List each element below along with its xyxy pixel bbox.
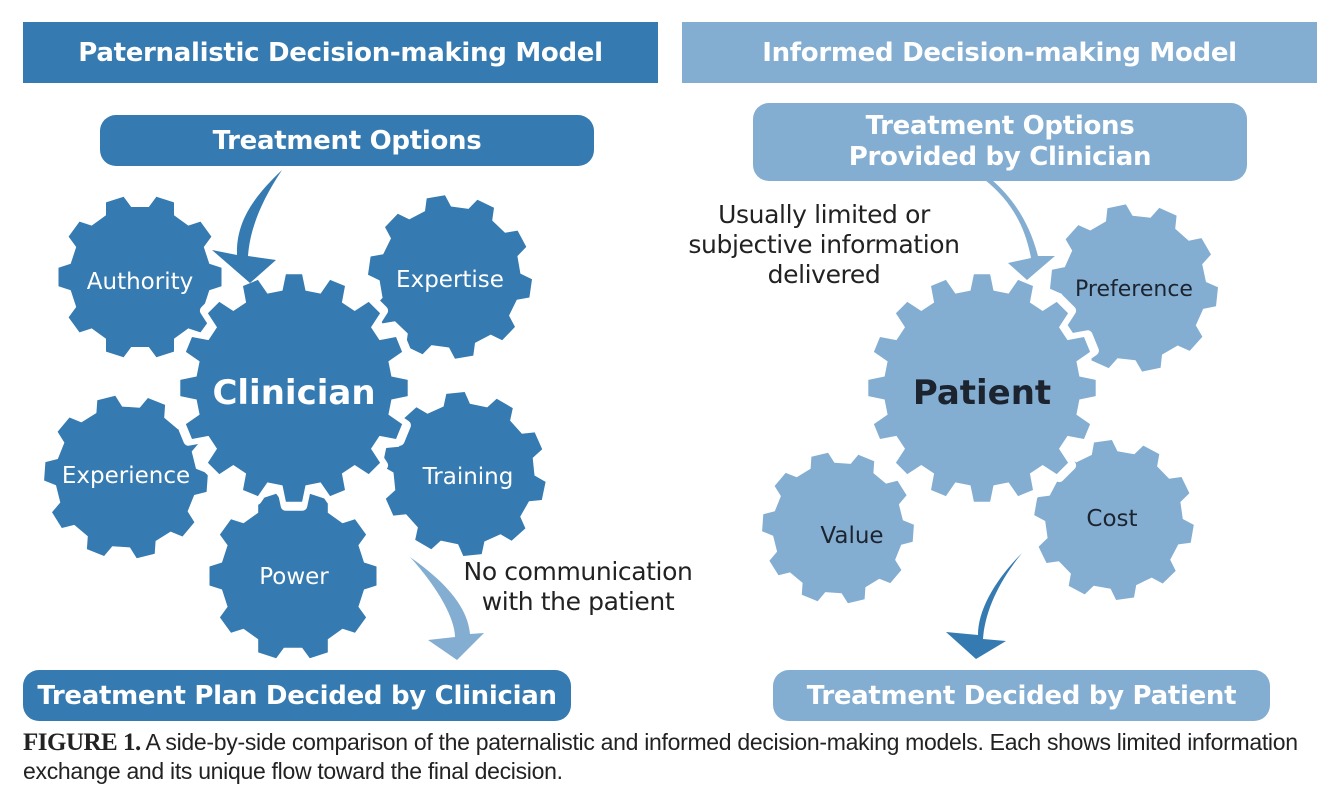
gear-preference-icon <box>1050 204 1218 372</box>
gear-clinician-icon <box>180 274 408 502</box>
limited-information-note: Usually limited or subjective informatio… <box>674 200 974 290</box>
gear-power-icon <box>209 493 377 659</box>
gear-patient: Patient <box>859 265 1105 511</box>
treatment-options-provided-line-2: Provided by Clinician <box>848 142 1152 172</box>
gear-patient-label: Patient <box>913 373 1051 413</box>
gear-power-label: Power <box>259 564 329 590</box>
treatment-options-box: Treatment Options <box>100 115 594 166</box>
gear-authority-label: Authority <box>87 269 193 295</box>
no-communication-note: No communication with the patient <box>440 557 716 617</box>
paternalistic-model-title: Paternalistic Decision-making Model <box>23 22 658 83</box>
gear-cost: Cost <box>1034 440 1194 600</box>
treatment-by-patient-label: Treatment Decided by Patient <box>806 680 1237 711</box>
gear-clinician: Clinician <box>171 265 417 511</box>
gear-value: Value <box>762 452 914 604</box>
gear-training: Training <box>382 392 546 556</box>
treatment-options-label: Treatment Options <box>212 125 482 156</box>
gear-experience-icon <box>44 395 208 559</box>
figure-label: FIGURE 1. <box>23 729 141 756</box>
gear-experience-label: Experience <box>62 463 190 489</box>
note-line: Usually limited or <box>718 200 930 229</box>
note-line: with the patient <box>481 587 675 616</box>
gear-preference: Preference <box>1050 204 1218 372</box>
figure-caption: FIGURE 1. A side-by-side comparison of t… <box>23 728 1323 785</box>
informed-model-title: Informed Decision-making Model <box>682 22 1317 83</box>
curved-arrow-down-icon <box>985 180 1055 280</box>
gear-cost-icon <box>1034 440 1194 600</box>
gear-authority: Authority <box>58 196 222 358</box>
treatment-options-provided-box: Treatment Options Provided by Clinician <box>753 103 1247 181</box>
gear-expertise: Expertise <box>368 195 532 359</box>
gear-experience: Experience <box>44 395 208 559</box>
curved-arrow-down-icon <box>212 170 282 283</box>
note-line: subjective information <box>688 230 960 259</box>
gear-patient-icon <box>868 274 1096 502</box>
gear-value-icon <box>762 452 914 604</box>
curved-arrow-down-icon <box>410 557 484 660</box>
gear-power: Power <box>209 493 377 659</box>
note-line: No communication <box>463 557 693 586</box>
gear-authority-icon <box>58 196 222 358</box>
gear-training-icon <box>382 392 546 556</box>
curved-arrow-down-icon <box>946 553 1022 659</box>
treatment-options-provided-line-1: Treatment Options <box>865 111 1135 141</box>
treatment-by-patient-box: Treatment Decided by Patient <box>773 670 1270 721</box>
treatment-plan-by-clinician-box: Treatment Plan Decided by Clinician <box>23 670 571 721</box>
caption-text: A side-by-side comparison of the paterna… <box>23 729 1298 784</box>
gear-preference-label: Preference <box>1075 277 1193 302</box>
gear-value-label: Value <box>820 523 883 549</box>
gear-training-label: Training <box>422 464 514 490</box>
treatment-plan-by-clinician-label: Treatment Plan Decided by Clinician <box>37 680 557 711</box>
note-line: delivered <box>767 260 881 289</box>
gear-expertise-icon <box>368 195 532 359</box>
gear-expertise-label: Expertise <box>396 267 504 293</box>
gear-clinician-label: Clinician <box>212 373 375 413</box>
gear-cost-label: Cost <box>1086 506 1137 532</box>
